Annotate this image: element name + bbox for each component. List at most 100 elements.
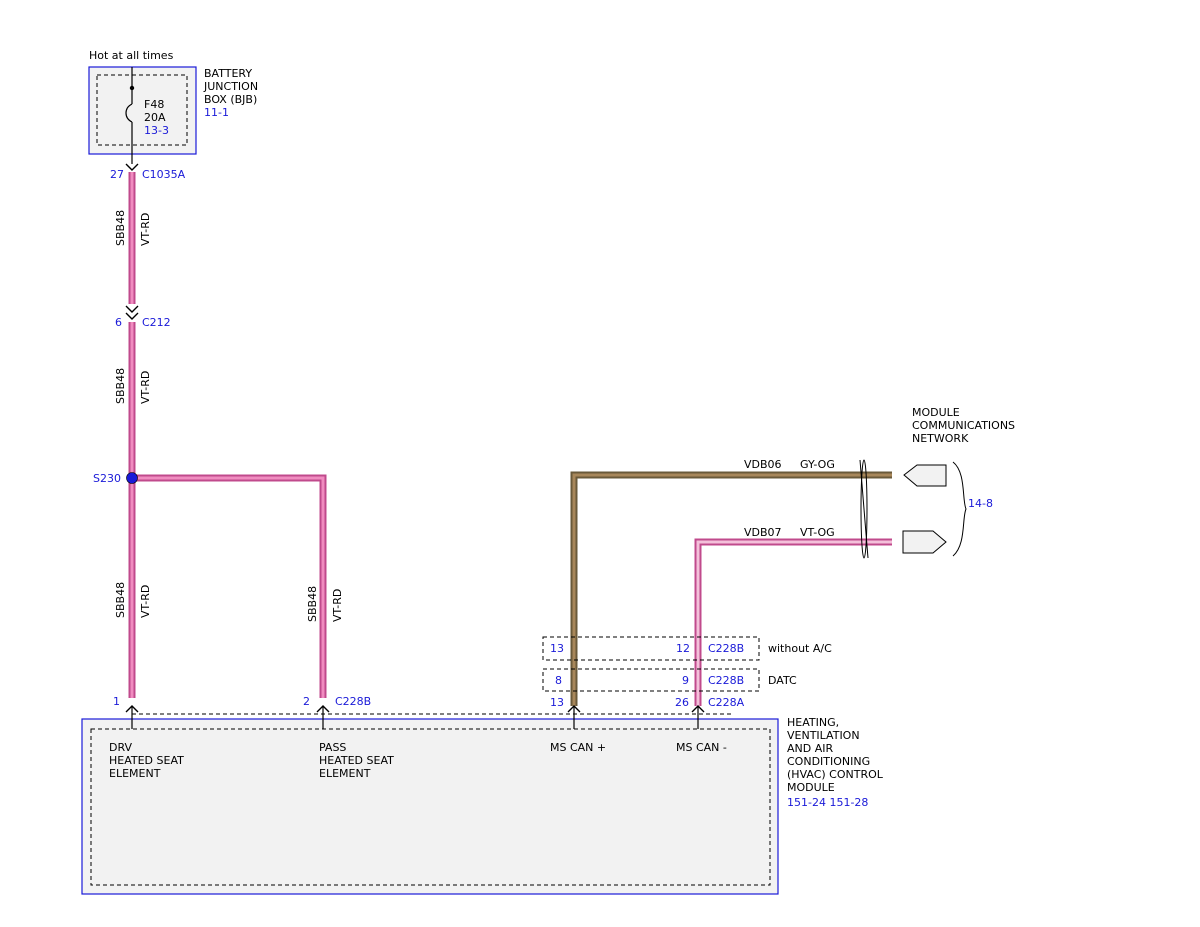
drv-line-3: ELEMENT (109, 767, 161, 780)
fuse-rating: 20A (144, 111, 166, 124)
hvac-refs: 151-24 151-28 (787, 796, 868, 809)
can-low-circuit: VDB07 (744, 526, 782, 539)
bjb-name-line-1: BATTERY (204, 67, 252, 80)
network-ref: 14-8 (968, 497, 993, 510)
connector-without-ac: 13 12 C228B without A/C (542, 636, 832, 661)
twist-loop (860, 459, 868, 559)
hvac-name-line-6: MODULE (787, 781, 835, 794)
splice-name: S230 (93, 472, 121, 485)
hvac-control-module: DRV HEATED SEAT ELEMENT PASS HEATED SEAT… (81, 713, 884, 895)
wire-pass-branch-inner (132, 476, 325, 698)
datc-pin-left: 8 (555, 674, 562, 687)
hvac-pin-26: 26 C228A (675, 696, 745, 729)
hvac-name-line-4: CONDITIONING (787, 755, 870, 768)
pin-2-arrow (316, 705, 330, 713)
hvac-name-line-5: (HVAC) CONTROL (787, 768, 884, 781)
can-high-circuit: VDB06 (744, 458, 782, 471)
wire-pass-branch-outer (132, 474, 327, 698)
hvac-frame (81, 718, 779, 895)
bjb-frame (88, 66, 197, 155)
c1035a-arrow (125, 163, 139, 171)
fuse-symbol (125, 103, 133, 123)
hvac-name-line-3: AND AIR (787, 742, 833, 755)
wire-label-1-color: VT-RD (139, 213, 152, 246)
pin-1-number: 1 (113, 695, 120, 708)
can-high-color: GY-OG (800, 458, 835, 471)
pin-26-connector: C228A (708, 696, 745, 709)
network-terminals: 14-8 MODULE COMMUNICATIONS NETWORK (902, 406, 1015, 557)
splice-s230: S230 (93, 472, 138, 485)
datc-label: DATC (768, 674, 797, 687)
c1035a-pin: 27 (110, 168, 124, 181)
c212-arrow-bottom (125, 312, 139, 320)
pin-13-number: 13 (550, 696, 564, 709)
connector-c1035a: 27 C1035A (110, 163, 186, 181)
without-ac-pin-right: 12 (676, 642, 690, 655)
c212-arrow-top (125, 305, 139, 313)
datc-pin-right: 9 (682, 674, 689, 687)
pin-2-connector: C228B (335, 695, 371, 708)
fuse-node (129, 85, 135, 91)
wire-label-2-color: VT-RD (139, 371, 152, 404)
connector-datc: 8 9 C228B DATC (542, 668, 797, 692)
pass-line-2: HEATED SEAT (319, 754, 394, 767)
drv-line-1: DRV (109, 741, 133, 754)
terminal-can-high (903, 464, 947, 487)
pin-13-arrow (567, 705, 581, 713)
without-ac-pin-left: 13 (550, 642, 564, 655)
twisted-pair-symbol (859, 459, 869, 559)
ms-can-plus-label: MS CAN + (550, 741, 606, 754)
pin-26-arrow (691, 705, 705, 713)
drv-line-2: HEATED SEAT (109, 754, 184, 767)
can-low-color: VT-OG (800, 526, 835, 539)
datc-box (542, 668, 760, 692)
without-ac-box (542, 636, 760, 661)
bjb-name-line-2: JUNCTION (203, 80, 258, 93)
c212-pin: 6 (115, 316, 122, 329)
wire-label-3-circuit: SBB48 (114, 582, 127, 618)
twist-line (859, 459, 869, 559)
datc-name: C228B (708, 674, 744, 687)
bjb-inner-outline (96, 74, 188, 146)
network-brace (952, 461, 967, 557)
pass-line-3: ELEMENT (319, 767, 371, 780)
hvac-pin-1: 1 (113, 695, 139, 729)
wire-label-3-color: VT-RD (139, 585, 152, 618)
network-name-line-3: NETWORK (912, 432, 969, 445)
network-name-line-1: MODULE (912, 406, 960, 419)
pin-26-number: 26 (675, 696, 689, 709)
bjb-name-line-3: BOX (BJB) (204, 93, 257, 106)
hvac-name-line-2: VENTILATION (787, 729, 860, 742)
terminal-can-low (902, 530, 947, 554)
connector-c212: 6 C212 (115, 305, 171, 329)
hvac-pin-2: 2 C228B (303, 695, 371, 729)
wire-can-high-outer (570, 471, 892, 706)
wire-can-low: VDB07 VT-OG (694, 526, 892, 706)
pass-line-1: PASS (319, 741, 346, 754)
wire-label-1-circuit: SBB48 (114, 210, 127, 246)
pin-1-arrow (125, 705, 139, 713)
hvac-pin-13: 13 (550, 696, 581, 729)
network-name-line-2: COMMUNICATIONS (912, 419, 1015, 432)
ms-can-minus-label: MS CAN - (676, 741, 727, 754)
fuse-ref: 13-3 (144, 124, 169, 137)
wire-can-high: VDB06 GY-OG (570, 458, 892, 706)
wire-vt-rd-main (128, 172, 327, 698)
c1035a-name: C1035A (142, 168, 186, 181)
hot-at-all-times-label: Hot at all times (89, 49, 174, 62)
battery-junction-box: Hot at all times F48 20A 13-3 BATTERY JU… (88, 49, 258, 164)
wire-can-high-inner (572, 473, 892, 706)
without-ac-name: C228B (708, 642, 744, 655)
wire-can-low-inner (696, 540, 892, 706)
c212-name: C212 (142, 316, 171, 329)
hvac-inner-outline (90, 728, 771, 886)
wire-label-4-circuit: SBB48 (306, 586, 319, 622)
splice-dot (126, 472, 138, 484)
wire-label-4-color: VT-RD (331, 589, 344, 622)
wire-label-2-circuit: SBB48 (114, 368, 127, 404)
bjb-ref: 11-1 (204, 106, 229, 119)
hvac-name-line-1: HEATING, (787, 716, 839, 729)
pin-2-number: 2 (303, 695, 310, 708)
without-ac-label: without A/C (768, 642, 832, 655)
